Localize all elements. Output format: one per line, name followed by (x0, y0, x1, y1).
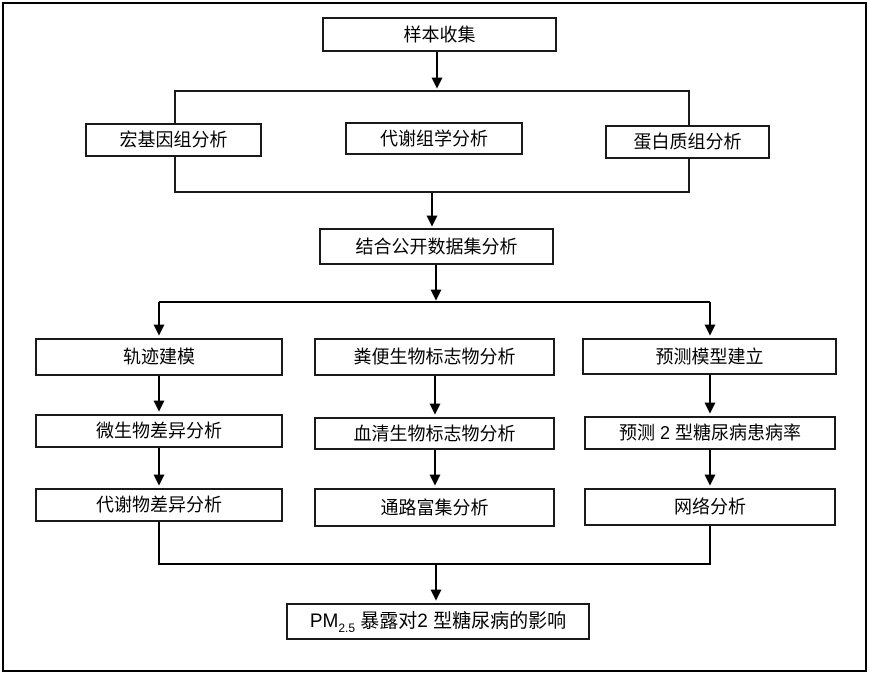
node-label: 宏基因组分析 (119, 130, 228, 150)
node-label: 粪便生物标志物分析 (353, 347, 516, 367)
node-label: 通路富集分析 (380, 497, 489, 518)
final-label-prefix: PM (309, 611, 339, 632)
node-microbial-difference: 微生物差异分析 (35, 414, 283, 448)
node-sample-collection: 样本收集 (322, 17, 557, 52)
node-label: 代谢组学分析 (380, 128, 488, 149)
node-proteomics: 蛋白质组分析 (605, 125, 770, 159)
node-network-analysis: 网络分析 (584, 488, 836, 526)
node-label: 蛋白质组分析 (633, 132, 742, 152)
final-label-suffix: 暴露对2 型糖尿病的影响 (355, 611, 567, 632)
node-combined-public-dataset: 结合公开数据集分析 (319, 228, 554, 265)
node-serum-biomarker: 血清生物标志物分析 (314, 417, 555, 450)
node-label: 微生物差异分析 (96, 421, 222, 441)
node-label: 预测模型建立 (655, 346, 764, 367)
node-metabolite-difference: 代谢物差异分析 (35, 488, 283, 522)
node-pathway-enrichment: 通路富集分析 (314, 488, 555, 527)
node-prediction-model: 预测模型建立 (582, 338, 837, 375)
node-final-conclusion: PM2.5 暴露对2 型糖尿病的影响 (286, 603, 590, 640)
final-label-subscript: 2.5 (338, 620, 356, 635)
node-label: 血清生物标志物分析 (353, 423, 516, 444)
node-fecal-biomarker: 粪便生物标志物分析 (314, 338, 555, 376)
node-label: 轨迹建模 (123, 347, 195, 367)
node-trajectory-modeling: 轨迹建模 (35, 338, 283, 376)
node-label: 结合公开数据集分析 (355, 236, 518, 257)
node-metagenomics: 宏基因组分析 (85, 123, 262, 157)
node-label: 样本收集 (403, 24, 476, 45)
node-label: 网络分析 (674, 497, 746, 517)
final-label: PM2.5 暴露对2 型糖尿病的影响 (309, 611, 567, 634)
node-label: 代谢物差异分析 (96, 495, 222, 515)
node-metabolomics: 代谢组学分析 (345, 122, 523, 155)
node-t2d-prevalence: 预测 2 型糖尿病患病率 (584, 416, 836, 450)
node-label: 预测 2 型糖尿病患病率 (618, 423, 801, 443)
